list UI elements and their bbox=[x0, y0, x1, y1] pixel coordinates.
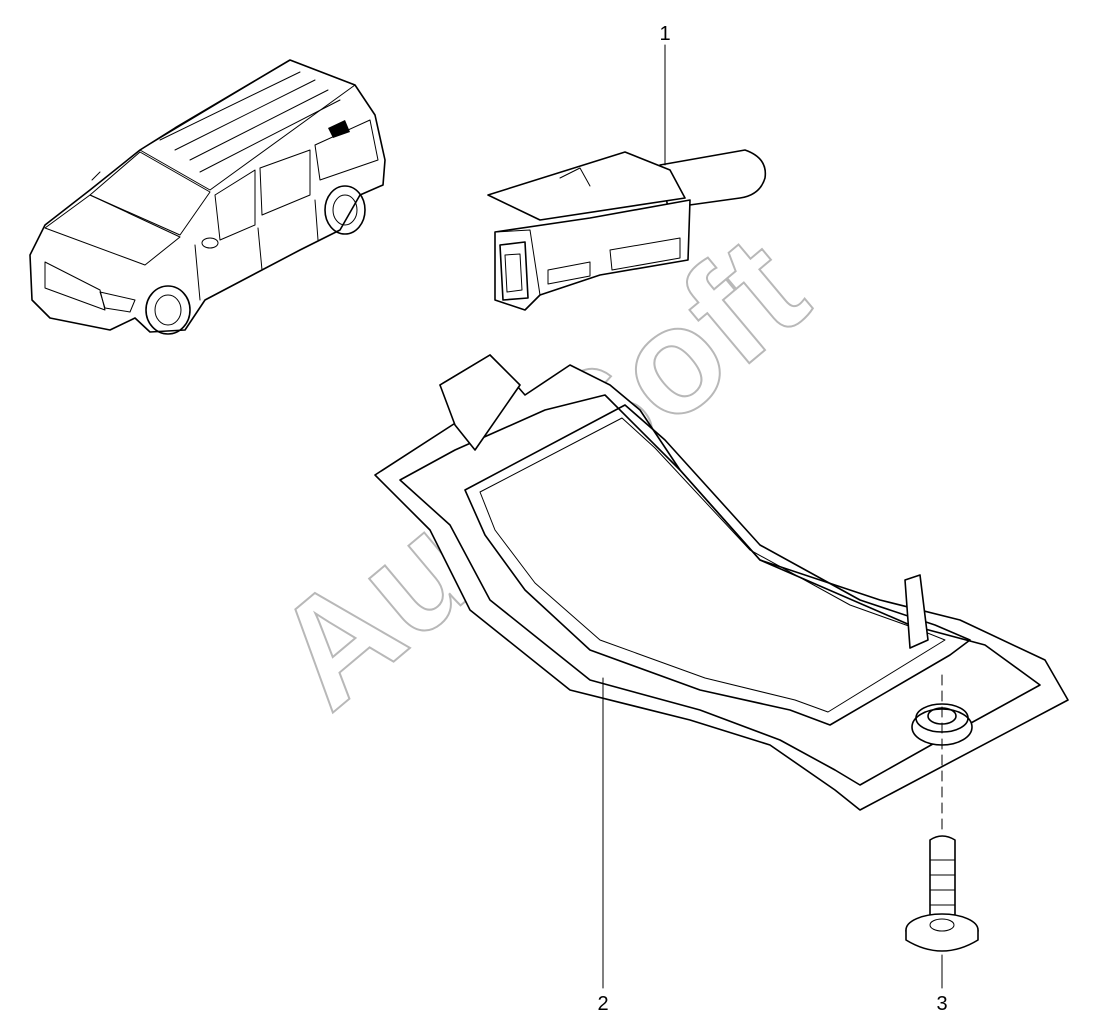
vehicle-locator-illustration bbox=[29, 59, 386, 335]
leader-lines bbox=[602, 44, 943, 989]
bulb-connector bbox=[487, 149, 767, 311]
callout-part-1: 1 bbox=[659, 23, 670, 45]
screw bbox=[905, 835, 979, 952]
callout-part-2: 2 bbox=[597, 993, 608, 1015]
callout-part-3: 3 bbox=[936, 993, 947, 1015]
licence-plate-lamp-housing bbox=[374, 354, 1069, 811]
